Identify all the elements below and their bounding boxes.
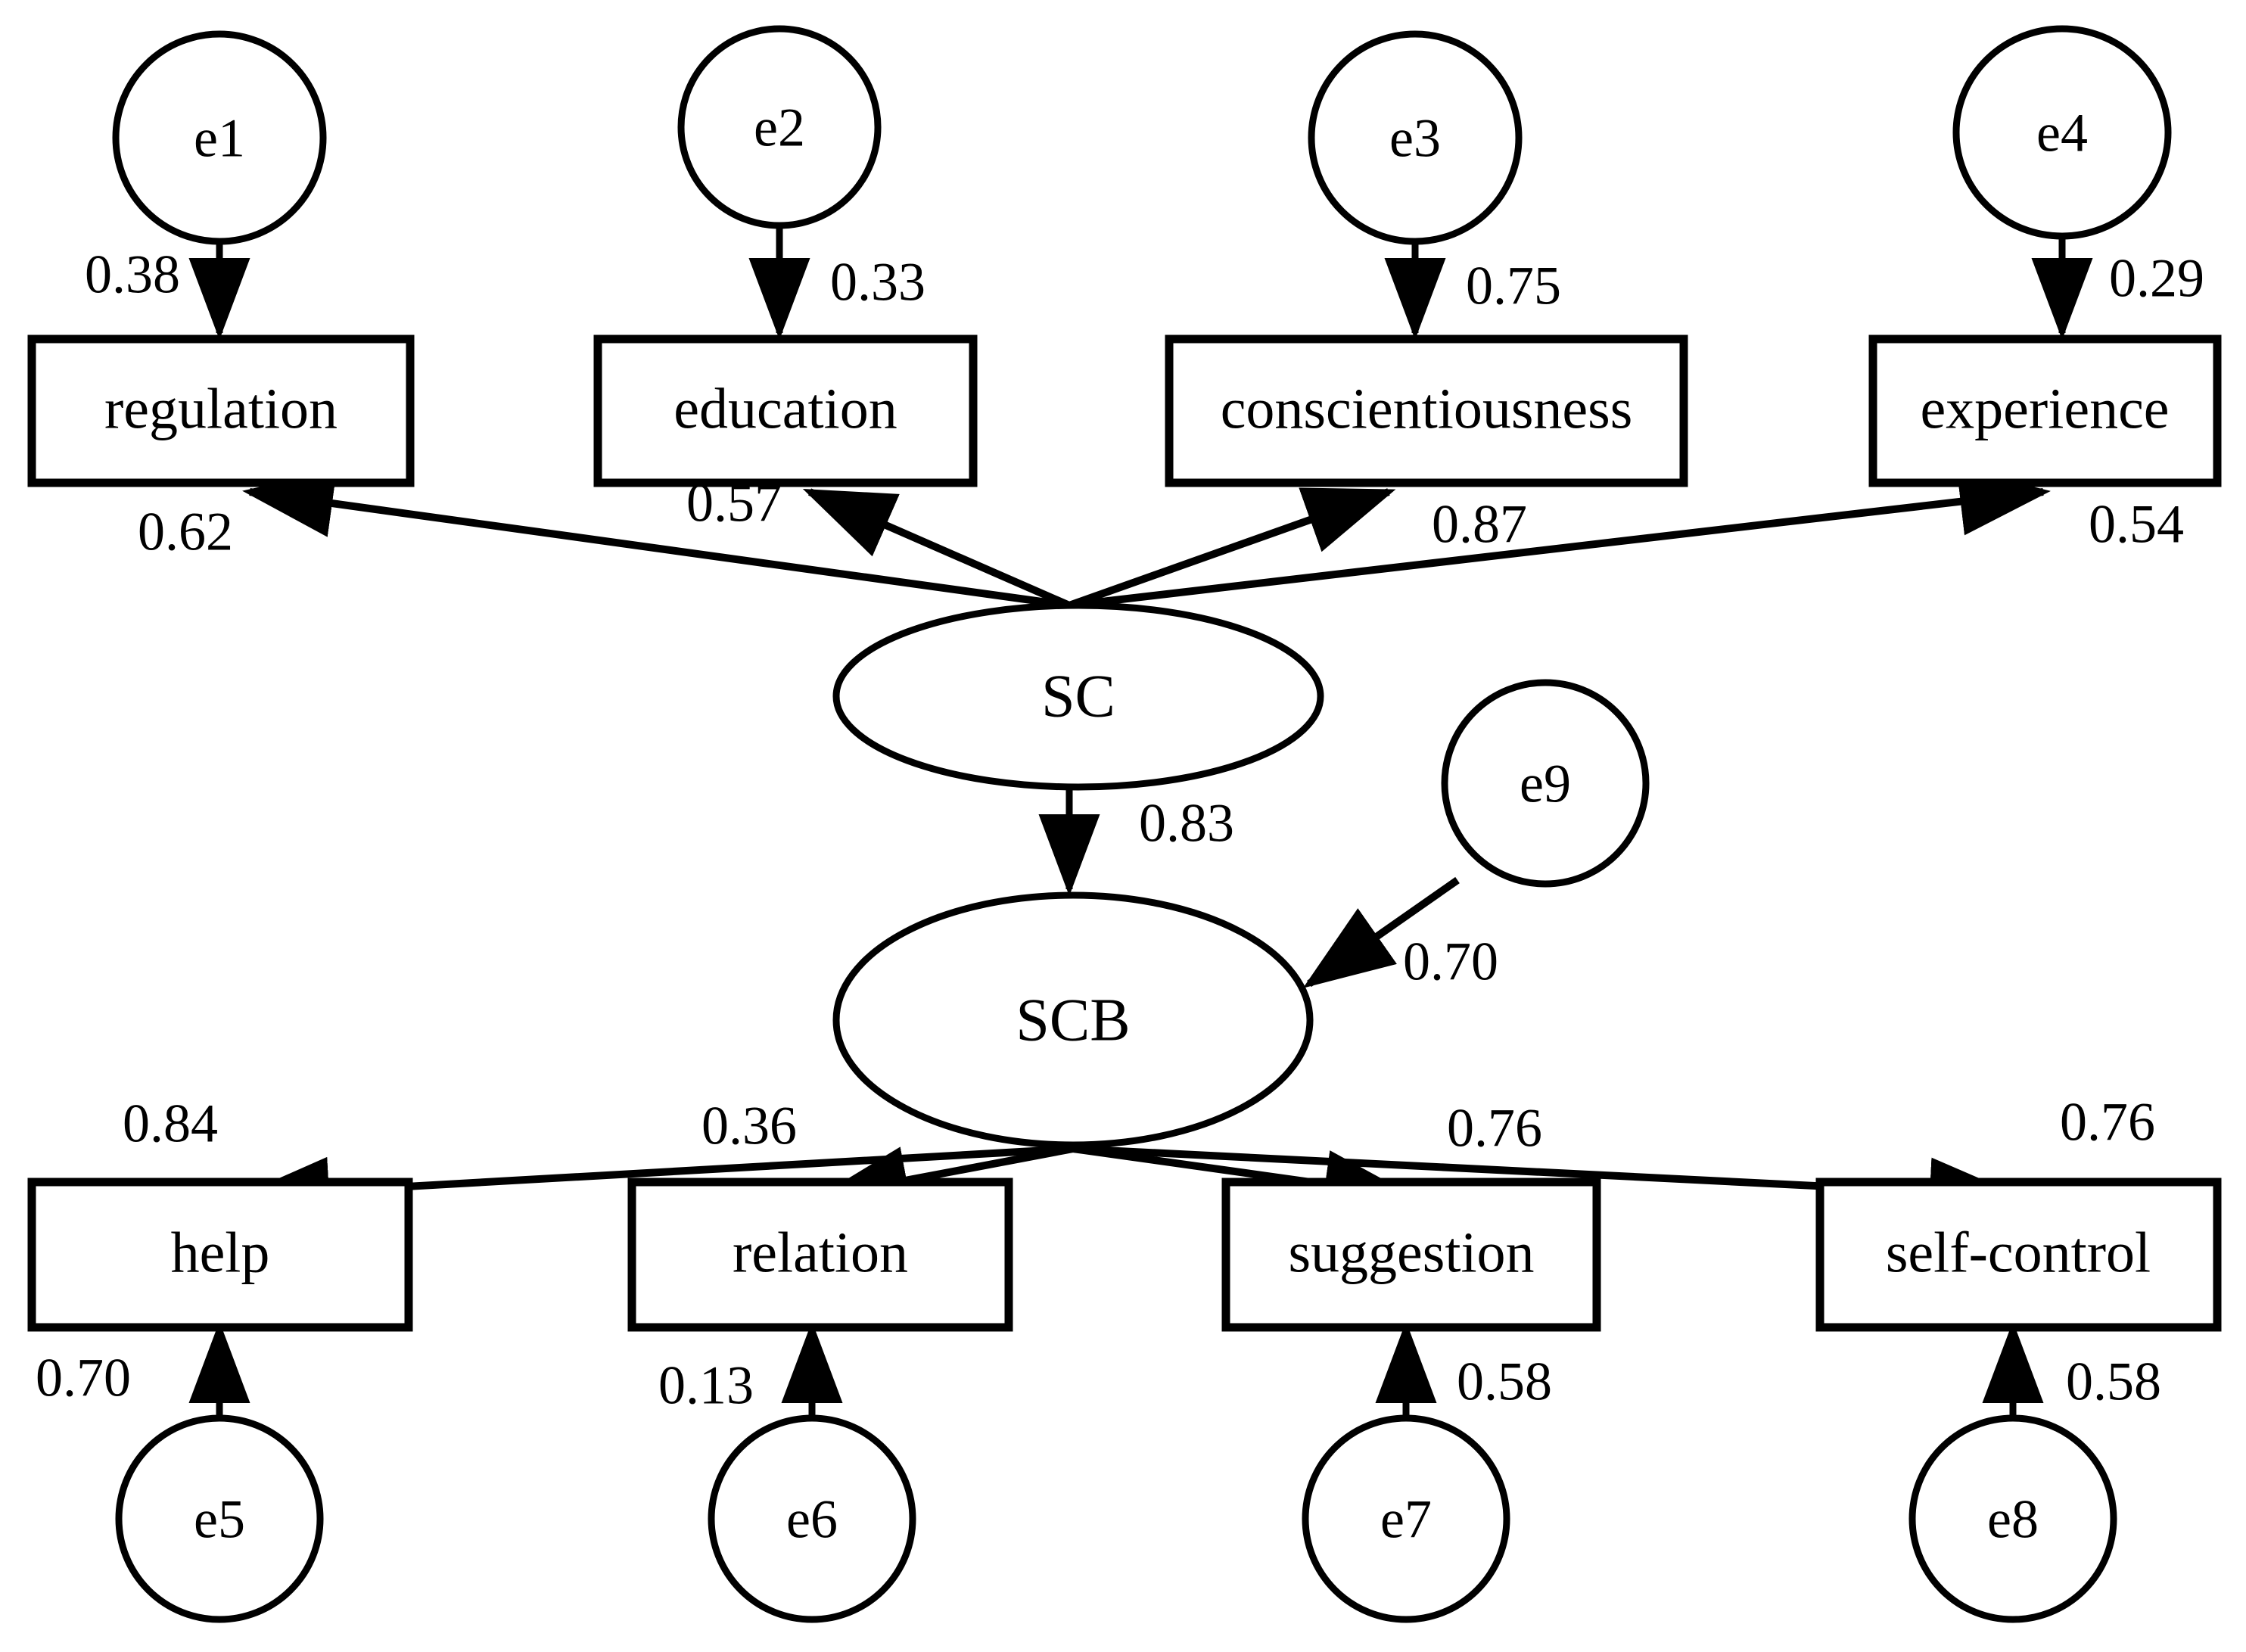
node-self-control[interactable]: self-control: [1815, 1178, 2222, 1332]
node-sc-label: SC: [1041, 663, 1115, 730]
edge-e9-to-scb: [1302, 876, 1460, 988]
edge-sc-to-experience: [1069, 468, 2051, 609]
node-conscientiousness-label: conscientiousness: [1221, 377, 1633, 440]
edge-sc-to-conscientiousness: [1068, 487, 1396, 609]
node-help[interactable]: help: [27, 1178, 413, 1332]
node-conscientiousness[interactable]: conscientiousness: [1165, 334, 1688, 487]
edge-label-e5-help: 0.70: [36, 1348, 131, 1408]
node-scb-label: SCB: [1016, 987, 1130, 1053]
edge-label-sc-conscientiousness: 0.87: [1432, 494, 1527, 555]
edge-label-e8-self-control: 0.58: [2066, 1352, 2161, 1412]
edge-label-sc-experience: 0.54: [2089, 494, 2184, 555]
edge-label-e1-regulation: 0.38: [85, 244, 180, 305]
edge-sc-to-regulation: [242, 469, 1070, 609]
node-regulation[interactable]: regulation: [27, 334, 415, 487]
edge-label-e7-suggestion: 0.58: [1457, 1352, 1552, 1412]
node-e5[interactable]: e5: [115, 1414, 324, 1623]
edge-label-sc-scb: 0.83: [1139, 793, 1234, 854]
edge-label-e3-conscientiousness: 0.75: [1466, 256, 1561, 316]
node-self-control-label: self-control: [1886, 1221, 2151, 1284]
node-relation[interactable]: relation: [627, 1178, 1013, 1332]
node-education[interactable]: education: [593, 334, 978, 487]
edge-label-sc-regulation: 0.62: [138, 502, 233, 562]
node-e6-label: e6: [786, 1489, 838, 1550]
node-e7-label: e7: [1380, 1489, 1432, 1550]
edge-label-e6-relation: 0.13: [658, 1355, 754, 1416]
node-e5-label: e5: [194, 1489, 245, 1550]
node-e4[interactable]: e4: [1952, 25, 2172, 240]
edge-label-scb-help: 0.84: [123, 1094, 218, 1154]
node-e3[interactable]: e3: [1308, 30, 1523, 245]
node-education-label: education: [673, 377, 897, 440]
node-scb[interactable]: SCB: [832, 891, 1314, 1149]
node-e7[interactable]: e7: [1302, 1414, 1510, 1623]
edge-label-e2-education: 0.33: [830, 252, 925, 313]
node-e8[interactable]: e8: [1908, 1414, 2117, 1623]
node-sc[interactable]: SC: [832, 602, 1324, 791]
node-suggestion[interactable]: suggestion: [1221, 1178, 1601, 1332]
node-e2[interactable]: e2: [677, 25, 882, 229]
node-e9[interactable]: e9: [1441, 679, 1650, 888]
node-e1-label: e1: [194, 108, 245, 169]
node-help-label: help: [171, 1221, 270, 1284]
node-experience-label: experience: [1920, 377, 2169, 440]
node-e4-label: e4: [2036, 103, 2088, 163]
edge-label-sc-education: 0.57: [686, 473, 782, 534]
node-relation-label: relation: [733, 1221, 908, 1284]
node-e2-label: e2: [754, 98, 805, 158]
node-regulation-label: regulation: [104, 377, 338, 440]
edge-label-scb-suggestion: 0.76: [1447, 1098, 1542, 1159]
node-e1[interactable]: e1: [112, 30, 327, 245]
node-e9-label: e9: [1520, 754, 1571, 814]
edge-label-e9-scb: 0.70: [1403, 932, 1498, 992]
edge-label-e4-experience: 0.29: [2109, 248, 2204, 309]
node-e3-label: e3: [1389, 108, 1441, 169]
node-experience[interactable]: experience: [1868, 334, 2222, 487]
edge-label-scb-self-control: 0.76: [2060, 1092, 2155, 1153]
edge-label-scb-relation: 0.36: [701, 1096, 797, 1156]
node-e8-label: e8: [1987, 1489, 2039, 1550]
node-e6[interactable]: e6: [708, 1414, 916, 1623]
node-suggestion-label: suggestion: [1288, 1221, 1534, 1284]
edge-sc-to-education: [802, 488, 1072, 609]
